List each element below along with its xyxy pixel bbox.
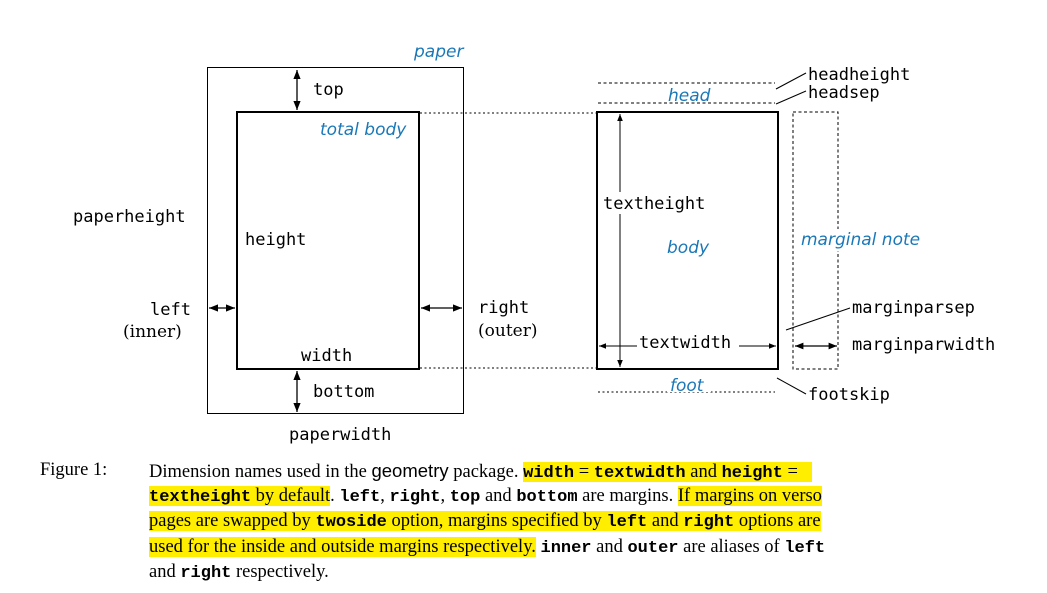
paper-rect (207, 67, 464, 414)
head-label: head (668, 86, 711, 106)
marginal-note-label: marginal note (801, 230, 920, 250)
height-label: height (245, 230, 306, 250)
caption-highlight: used for the inside and outside margins … (149, 536, 536, 557)
bottom-label: bottom (313, 382, 374, 402)
left-label: left (150, 300, 191, 320)
caption-line: used for the inside and outside margins … (149, 536, 826, 558)
total-body-rect (236, 111, 420, 370)
footskip-label: footskip (808, 385, 890, 405)
textheight-label: textheight (603, 194, 705, 214)
top-label: top (313, 80, 344, 100)
textwidth-label: textwidth (639, 333, 731, 353)
caption-highlight: If margins on verso (677, 485, 822, 506)
headheight-leader (775, 72, 807, 90)
paperwidth-label: paperwidth (289, 425, 391, 445)
foot-label: foot (670, 376, 705, 396)
headheight-label: headheight (808, 65, 910, 85)
body-label: body (667, 238, 710, 258)
marginparsep-label: marginparsep (852, 298, 975, 318)
footskip-leader (776, 377, 807, 395)
figure-label: Figure 1: (40, 460, 108, 480)
caption-highlight: width = textwidth and height = (523, 462, 812, 483)
caption-highlight: textheight by default (149, 485, 331, 507)
geometry-term: geometry (371, 460, 449, 481)
width-label: width (301, 346, 352, 366)
caption-line: pages are swapped by twoside option, mar… (149, 509, 1009, 535)
caption-highlight: pages are swapped by twoside option, mar… (149, 511, 821, 532)
right-label: right (478, 298, 529, 318)
headsep-leader (775, 90, 807, 105)
outer-label: (outer) (478, 321, 537, 341)
caption-line: Dimension names used in the geometry pac… (149, 458, 1009, 484)
caption-body: Dimension names used in the geometry pac… (149, 458, 1009, 586)
paperheight-label: paperheight (73, 207, 186, 227)
paper-label: paper (413, 42, 464, 62)
marginparsep-leader (785, 307, 851, 331)
inner-label: (inner) (123, 322, 182, 342)
total-body-label: total body (320, 120, 407, 140)
caption-line: textheight by default. left, right, top … (149, 485, 822, 507)
caption-line: and right respectively. (149, 562, 329, 583)
marginparwidth-label: marginparwidth (852, 335, 995, 355)
geometry-diagram: paper top total body paperheight height … (73, 42, 995, 445)
headsep-label: headsep (808, 83, 880, 103)
body-rect (596, 111, 779, 370)
